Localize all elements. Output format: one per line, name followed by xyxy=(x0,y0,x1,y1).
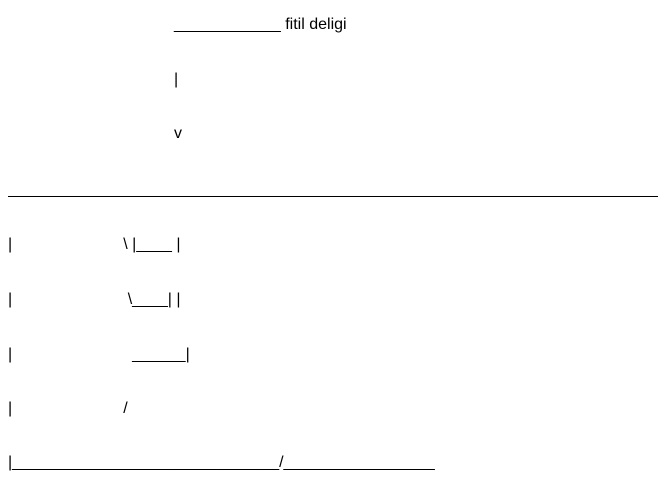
arrow-stem-line: | xyxy=(174,71,179,88)
diagram-row-4: | / xyxy=(8,400,128,417)
diagram-row-1: | \ |____ | xyxy=(8,236,181,253)
diagram-row-3: | ______| xyxy=(8,346,190,363)
arrow-head-line: v xyxy=(174,125,182,142)
fitil-deligi-label-line: ____________ fitil deligi xyxy=(174,16,347,33)
diagram-row-2: | \____| | xyxy=(8,291,181,308)
diagram-bottom-row: |______________________________/________… xyxy=(8,454,435,471)
top-border-rule xyxy=(8,196,658,197)
